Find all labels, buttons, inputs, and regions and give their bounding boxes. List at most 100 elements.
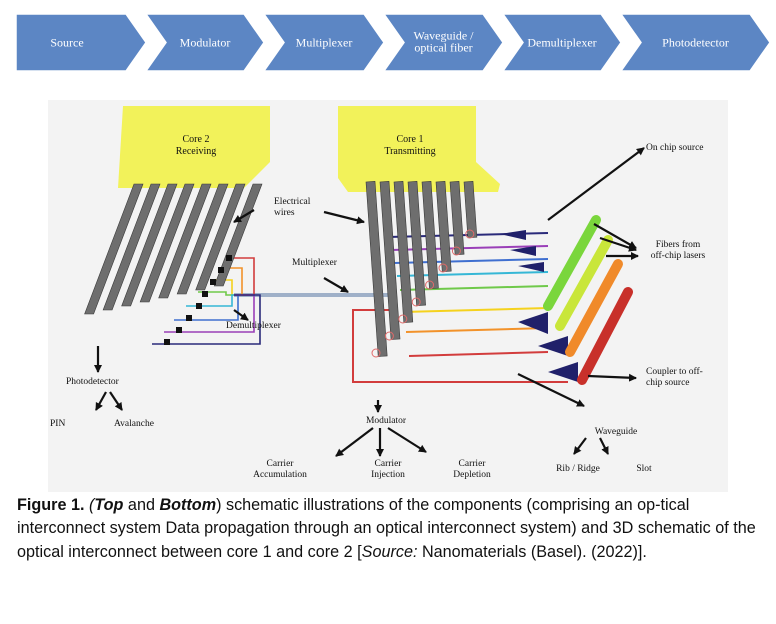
electrical-wire-bar — [407, 181, 426, 307]
fiber-coupler — [548, 362, 578, 382]
modulator-label: Modulator — [366, 416, 407, 426]
coupler-label: Coupler to off-chip source — [646, 366, 703, 388]
process-flow-chevrons: Source Modulator Multiplexer Waveguide /opt… — [15, 13, 771, 72]
electrical-wire-bar — [84, 183, 144, 315]
flow-step-label: Modulator — [180, 36, 231, 50]
annotation-arrow — [323, 277, 349, 293]
ring-modulator — [465, 229, 475, 239]
core1-electrical-wires — [365, 181, 478, 358]
on-chip-source-label: On chip source — [646, 143, 704, 153]
flow-step-label: Waveguide /optical fiber — [413, 29, 474, 55]
ring-modulator — [438, 263, 448, 273]
multiplexer-label: Multiplexer — [292, 258, 338, 268]
photodetector-element — [218, 267, 224, 273]
photodetector-element — [164, 339, 170, 345]
flow-step-chevron — [262, 13, 385, 72]
core1-transmitting-block — [338, 106, 500, 192]
flow-step-chevron — [619, 13, 771, 72]
waveguide-line — [152, 294, 261, 345]
waveguide-line — [186, 294, 234, 307]
waveguide-line — [405, 327, 549, 333]
annotation-arrow — [587, 373, 637, 382]
photodetector-element — [196, 303, 202, 309]
flow-step-chevron — [501, 13, 622, 72]
demultiplexer-label: Demultiplexer — [226, 321, 282, 331]
caption-text-1: ) schematic illustrations of the compone… — [17, 496, 756, 561]
figure-label: Figure 1. — [17, 496, 85, 514]
waveguide-line — [408, 351, 549, 357]
caption-bottom-word: Bottom — [159, 496, 217, 514]
annotation-arrow — [335, 427, 374, 457]
optical-fiber — [543, 215, 601, 311]
caption-top-word: Top — [94, 496, 124, 514]
flow-step-chevron — [382, 13, 504, 72]
ring-modulator — [451, 246, 461, 256]
ring-modulator — [411, 297, 421, 307]
waveguide-line — [402, 307, 549, 313]
annotation-arrow — [517, 373, 585, 407]
waveguide-label: Waveguide — [595, 427, 638, 437]
annotation-arrow — [599, 437, 609, 455]
electrical-wire-bar — [435, 181, 452, 273]
electrical-wire-bar — [158, 183, 212, 299]
annotation-arrow — [233, 309, 249, 321]
electrical-wire-bar — [365, 181, 388, 357]
waveguide-line — [198, 291, 234, 296]
core1-chip — [338, 106, 500, 192]
figure-caption: Figure 1. (Top and Bottom) schematic ill… — [17, 496, 756, 561]
electrical-wire-bar — [195, 183, 246, 291]
photodetector-element — [186, 315, 192, 321]
electrical-wire-bar — [139, 183, 195, 303]
ring-modulator — [398, 314, 408, 324]
pin-label: PIN — [50, 419, 65, 429]
rib-ridge-label: Rib / Ridge — [556, 464, 600, 474]
optical-fiber — [577, 287, 633, 385]
electrical-wire-bar — [449, 181, 465, 256]
waveguide-line — [352, 309, 568, 383]
optical-fiber — [555, 235, 613, 331]
flow-step-chevron — [15, 13, 147, 72]
annotation-arrow — [599, 236, 637, 252]
flow-step-label: Multiplexer — [296, 36, 353, 50]
annotation-arrows — [94, 147, 645, 457]
annotation-arrow — [387, 427, 427, 453]
caption-and-word: and — [123, 496, 160, 514]
annotation-arrow — [109, 391, 123, 411]
flow-step-label: Photodetector — [662, 36, 729, 50]
photodetector-element — [202, 291, 208, 297]
caption-source-word: Source: — [361, 542, 418, 561]
on-chip-source — [518, 262, 544, 272]
source-devices — [164, 215, 633, 385]
electrical-wire-bar — [176, 183, 229, 295]
flow-step-chevron — [144, 13, 265, 72]
flow-step-label: Source — [50, 36, 83, 50]
caption-text-2: Nanomaterials (Basel). (2022)]. — [417, 542, 647, 561]
annotation-arrow — [323, 210, 365, 225]
electrical-wire-bar — [421, 181, 439, 290]
core2-receiving-block — [118, 106, 270, 188]
ring-modulator — [371, 348, 381, 358]
photodetector-element — [210, 279, 216, 285]
ring-modulator — [425, 280, 435, 290]
on-chip-source — [500, 230, 526, 240]
flow-step-label: Demultiplexer — [527, 36, 596, 50]
core2-electrical-wires — [84, 183, 263, 315]
electrical-wire-bar — [393, 181, 414, 323]
slot-label: Slot — [636, 464, 652, 474]
photodetector-element — [176, 327, 182, 333]
on-chip-source — [510, 246, 536, 256]
ring-modulator — [384, 331, 394, 341]
avalanche-label: Avalanche — [114, 419, 154, 429]
annotation-arrow — [233, 209, 255, 223]
electrical-wire-bar — [121, 183, 178, 307]
fiber-coupler — [538, 336, 568, 356]
core2-chip — [118, 106, 270, 188]
photodetector-label: Photodetector — [66, 377, 120, 387]
